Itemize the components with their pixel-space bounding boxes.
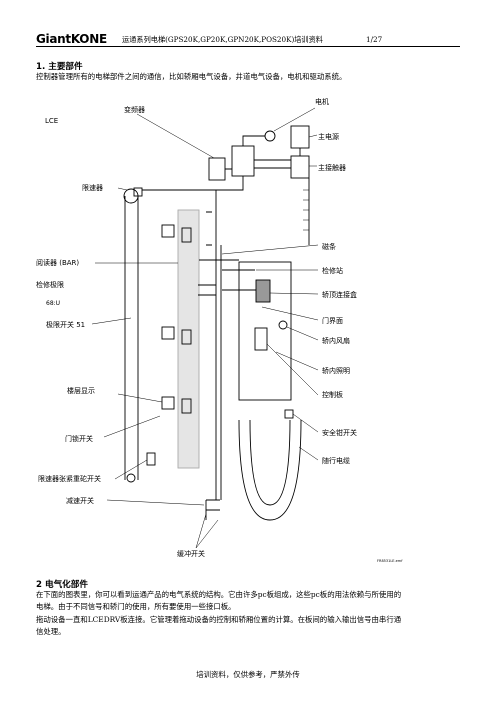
floor-station-top — [161, 224, 175, 238]
label-lce: LCE — [45, 117, 58, 125]
safety-gear-switch — [284, 409, 294, 419]
main-contactor-box — [290, 155, 310, 179]
label-buffer: 缓冲开关 — [177, 549, 205, 558]
shaft-wall — [177, 209, 200, 469]
floor-station-low — [161, 396, 175, 410]
label-door-lock: 门锁开关 — [65, 434, 93, 443]
section-1-heading: 1. 主要部件 — [36, 62, 83, 72]
main-power-box — [290, 125, 310, 149]
label-safety-gear: 安全钳开关 — [322, 428, 357, 437]
label-main-contactor: 主接触器 — [318, 163, 346, 172]
label-code: FR8531LE.emf — [377, 559, 403, 563]
label-magnet: 磁条 — [322, 242, 336, 251]
lce-box — [231, 145, 255, 177]
section-2-line-4: 信处理。 — [36, 627, 66, 636]
travel-cable — [238, 419, 302, 521]
label-governor-tension: 限速器张紧重砣开关 — [38, 474, 101, 483]
label-car-light: 轿内照明 — [322, 366, 350, 375]
label-car-connection: 轿顶连接盒 — [322, 290, 357, 299]
section-2-heading: 2 电气化部件 — [36, 580, 88, 590]
label-limit-code: 68:U — [46, 300, 60, 307]
label-car-fan: 轿内风扇 — [322, 336, 350, 345]
control-board-box — [254, 327, 268, 351]
label-inspection: 检修站 — [322, 266, 343, 275]
label-main-power: 主电源 — [318, 132, 339, 141]
header-rule — [36, 46, 460, 47]
label-limit-switch: 检修极限 — [36, 280, 64, 289]
label-governor: 限速器 — [82, 183, 103, 192]
motor-symbol — [264, 130, 276, 142]
page-footer: 培训资料，仅供参考，严禁外传 — [196, 670, 300, 679]
label-motor: 电机 — [315, 97, 329, 106]
section-2-line-3: 拖动设备一直和LCEDRV板连接。它管理着拖动设备的控制和轿厢位置的计算。在板间… — [36, 615, 402, 624]
car-frame — [238, 261, 292, 401]
label-reader: 阅读器 (BAR) — [36, 258, 79, 267]
section-1-text: 控制器管理所有的电梯部件之间的通信，比如轿厢电气设备，井道电气设备，电机和驱动系… — [36, 72, 347, 81]
car-connection-box — [255, 279, 271, 303]
inverter-box — [208, 157, 226, 181]
label-travel-cable: 随行电缆 — [322, 456, 350, 465]
floor-station-mid — [161, 326, 175, 340]
page-number: 1/27 — [366, 35, 383, 44]
label-final-limit: 极限开关 51 — [46, 320, 85, 329]
label-floor-display: 楼层显示 — [67, 386, 95, 395]
car-fan-symbol — [278, 320, 288, 330]
company-logo: GiantKONE — [36, 32, 107, 46]
section-2-line-1: 在下面的图表里，你可以看到运通产品的电气系统的结构。它由许多pc板组成，这些pc… — [36, 590, 402, 599]
label-door-zone: 门界面 — [322, 316, 343, 325]
label-inverter: 变频器 — [124, 105, 145, 114]
section-2-line-2: 电梯。由于不同信号和轿门的使用，所有要使用一些接口板。 — [36, 602, 236, 611]
label-control-board: 控制板 — [322, 390, 343, 399]
label-slowdown: 减速开关 — [66, 496, 94, 505]
document-title: 运通系列电梯(GPS20K,GP20K,GPN20K,POS20K)培训资料 — [122, 35, 323, 44]
